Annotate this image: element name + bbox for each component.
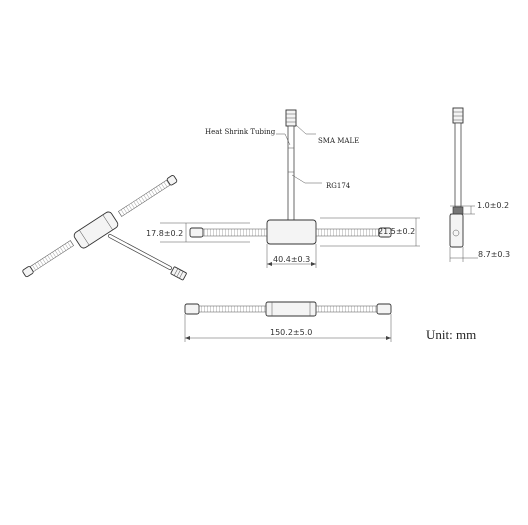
dim-total-length: 150.2±5.0 [270, 328, 312, 337]
hub-body [266, 219, 317, 245]
rg174-cable [287, 125, 295, 222]
side-hub [449, 213, 464, 248]
dim-height-left: 17.8±0.2 [146, 229, 183, 238]
unit-label: Unit: mm [426, 327, 476, 342]
dim-body-width: 40.4±0.3 [273, 255, 310, 264]
heat-shrink-label: Heat Shrink Tubing [205, 128, 276, 136]
sma-connector-side [452, 107, 464, 124]
front-view [160, 109, 420, 268]
perspective-view [22, 175, 187, 281]
length-view [184, 301, 392, 342]
sma-male-label: SMA MALE [318, 137, 359, 145]
dim-side-depth: 8.7±0.3 [478, 250, 510, 259]
rg174-label: RG174 [326, 182, 351, 190]
dim-side-thickness: 1.0±0.2 [477, 201, 509, 210]
side-view [449, 107, 478, 262]
dim-height-right: 21.5±0.2 [378, 227, 415, 236]
heat-shrink-section [265, 301, 317, 317]
